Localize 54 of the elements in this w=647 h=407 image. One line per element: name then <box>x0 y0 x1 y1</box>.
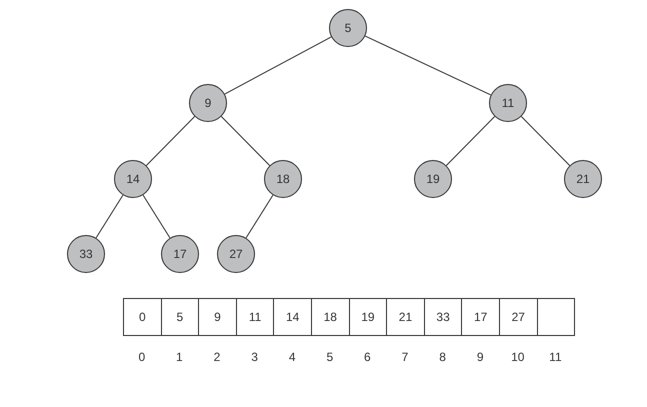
cell-value: 17 <box>474 309 488 326</box>
cell-value: 5 <box>176 309 184 326</box>
node-value: 9 <box>204 95 212 112</box>
tree-edge <box>224 36 332 95</box>
tree-edge <box>142 194 170 238</box>
array-index: 4 <box>288 349 297 366</box>
tree-edge <box>220 116 270 166</box>
cell-value: 33 <box>436 309 450 326</box>
array-cell <box>499 298 538 336</box>
array-cell <box>273 298 312 336</box>
tree-edge <box>96 194 124 238</box>
tree-edge <box>520 116 570 166</box>
node-value: 21 <box>576 171 590 188</box>
array-index: 11 <box>548 349 563 366</box>
array-index: 0 <box>137 349 146 366</box>
array-cell <box>348 298 388 336</box>
node-value: 19 <box>426 171 440 188</box>
tree-edge <box>246 194 274 238</box>
array-cell <box>536 298 576 336</box>
array-index: 7 <box>400 349 410 366</box>
array-index: 8 <box>438 349 447 366</box>
array-index: 9 <box>476 349 485 366</box>
node-value: 11 <box>502 95 514 112</box>
array-index: 3 <box>250 349 259 366</box>
node-value: 18 <box>276 171 290 188</box>
array-index: 1 <box>175 349 184 366</box>
array-cell <box>424 298 462 336</box>
cell-value: 14 <box>286 309 300 326</box>
tree-edge <box>146 116 196 166</box>
cell-value: 27 <box>512 309 525 326</box>
node-value: 17 <box>173 246 187 263</box>
tree-edge <box>446 116 496 166</box>
tree-edge <box>364 36 492 96</box>
array-cell <box>123 298 162 336</box>
cell-value: 19 <box>361 309 375 326</box>
cell-value: 9 <box>214 309 221 326</box>
array-cell <box>311 298 350 336</box>
array-index: 2 <box>212 349 222 366</box>
node-value: 5 <box>344 20 352 37</box>
node-value: 14 <box>126 171 140 188</box>
array-cell <box>461 298 500 336</box>
array-index: 10 <box>510 349 526 366</box>
array-cell <box>236 298 274 336</box>
node-value: 27 <box>229 246 243 263</box>
cell-value: 21 <box>398 309 412 326</box>
array-cell <box>198 298 237 336</box>
cell-value: 0 <box>138 309 146 326</box>
array-cell <box>160 298 200 336</box>
node-value: 33 <box>79 246 93 263</box>
array-index: 5 <box>325 349 334 366</box>
array-cell <box>386 298 425 336</box>
cell-value: 18 <box>324 309 337 326</box>
array-index: 6 <box>363 349 372 366</box>
cell-value: 11 <box>248 309 262 326</box>
